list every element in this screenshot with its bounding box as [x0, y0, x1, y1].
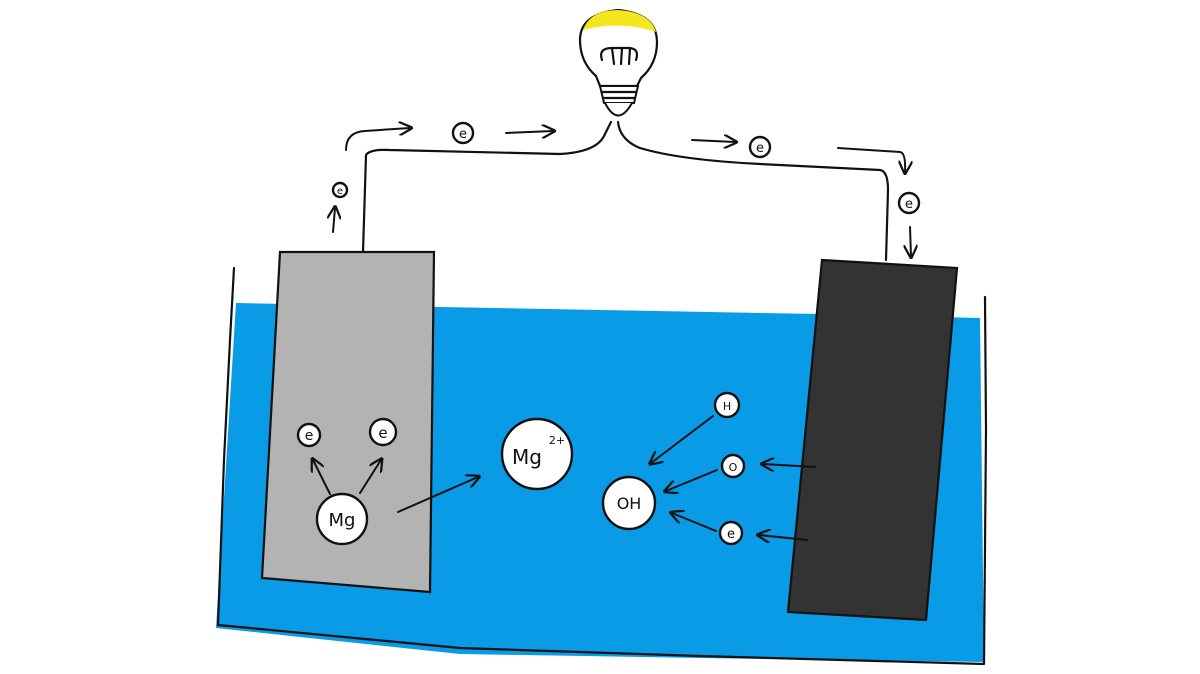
flow-arrow-down-right [910, 226, 911, 256]
svg-text:O: O [729, 461, 738, 474]
flow-arrow-corner-right [837, 147, 905, 172]
cathode-arrow-middle [763, 464, 816, 467]
magnesium-atom: Mg [315, 492, 369, 546]
container-outline [216, 266, 988, 666]
svg-text:OH: OH [617, 494, 642, 513]
flow-arrow-top-middle [505, 131, 553, 133]
cathode-arrow-bottom [759, 535, 808, 540]
svg-text:e: e [727, 527, 735, 542]
reduction-arrow-bottom [672, 513, 717, 532]
cathode-particle: e [718, 520, 744, 546]
electron-flow-arrows [333, 128, 911, 256]
wire-electron: e [451, 121, 475, 145]
wire-electron: e [748, 135, 772, 159]
external-wire [361, 120, 890, 262]
magnesium-ion: Mg 2+ [500, 417, 574, 491]
svg-text:H: H [723, 400, 731, 413]
flow-arrow-top-right [691, 140, 735, 142]
oxidation-arrow-right [359, 460, 381, 494]
svg-text:e: e [756, 141, 764, 156]
light-bulb-icon [578, 8, 659, 117]
hydroxide-ion: OH [601, 475, 657, 531]
svg-text:e: e [378, 424, 387, 442]
svg-text:e: e [459, 127, 467, 142]
reduction-arrow-top [651, 415, 714, 463]
svg-text:Mg: Mg [329, 510, 356, 531]
reduction-arrow-middle [666, 469, 718, 491]
svg-text:2+: 2+ [549, 434, 565, 447]
bulb-filament [600, 46, 639, 66]
svg-text:Mg: Mg [512, 445, 542, 469]
cathode-particle: H [713, 391, 741, 419]
anode-electrode [260, 250, 436, 594]
svg-text:e: e [305, 428, 314, 444]
bulb-tip [604, 102, 633, 117]
cathode-electrode [786, 258, 959, 622]
ion-migration-arrow [397, 477, 478, 513]
svg-text:e: e [337, 186, 343, 197]
svg-text:e: e [905, 197, 913, 212]
wire-electron: e [331, 181, 349, 199]
flow-arrow-up-left [333, 208, 335, 233]
bulb-glow [583, 10, 656, 32]
anode-electron: e [368, 417, 398, 447]
wire-electron: e [897, 191, 921, 215]
anode-electron: e [296, 422, 322, 448]
bulb-base-threads [600, 90, 638, 100]
cathode-particle: O [720, 453, 746, 479]
bulb-base [598, 85, 640, 104]
flow-arrow-top-left [345, 128, 410, 151]
oxidation-arrow-left [313, 460, 331, 495]
